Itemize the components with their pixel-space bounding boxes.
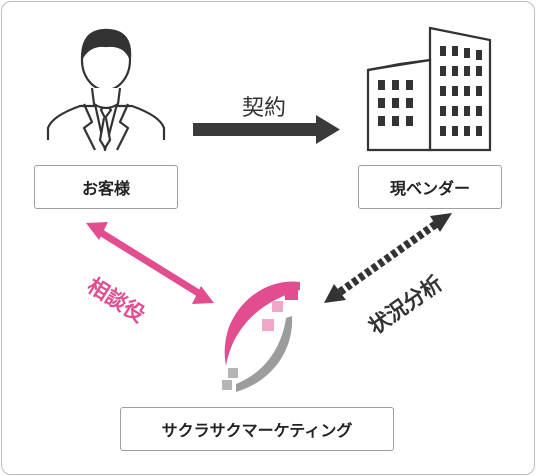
analysis-arrow [324,213,452,303]
consult-arrow [86,222,214,304]
customer-box: お客様 [34,165,178,209]
customer-label: お客様 [81,179,130,198]
company-box: サクラサクマーケティング [120,407,394,451]
vendor-label: 現ベンダー [389,179,470,198]
contract-label: 契約 [242,96,287,121]
sakura-logo-icon [222,281,300,392]
office-building-icon [366,26,492,152]
contract-arrow [193,115,340,144]
businessman-icon [46,28,166,152]
vendor-box: 現ベンダー [358,165,502,209]
company-label: サクラサクマーケティング [161,421,353,440]
